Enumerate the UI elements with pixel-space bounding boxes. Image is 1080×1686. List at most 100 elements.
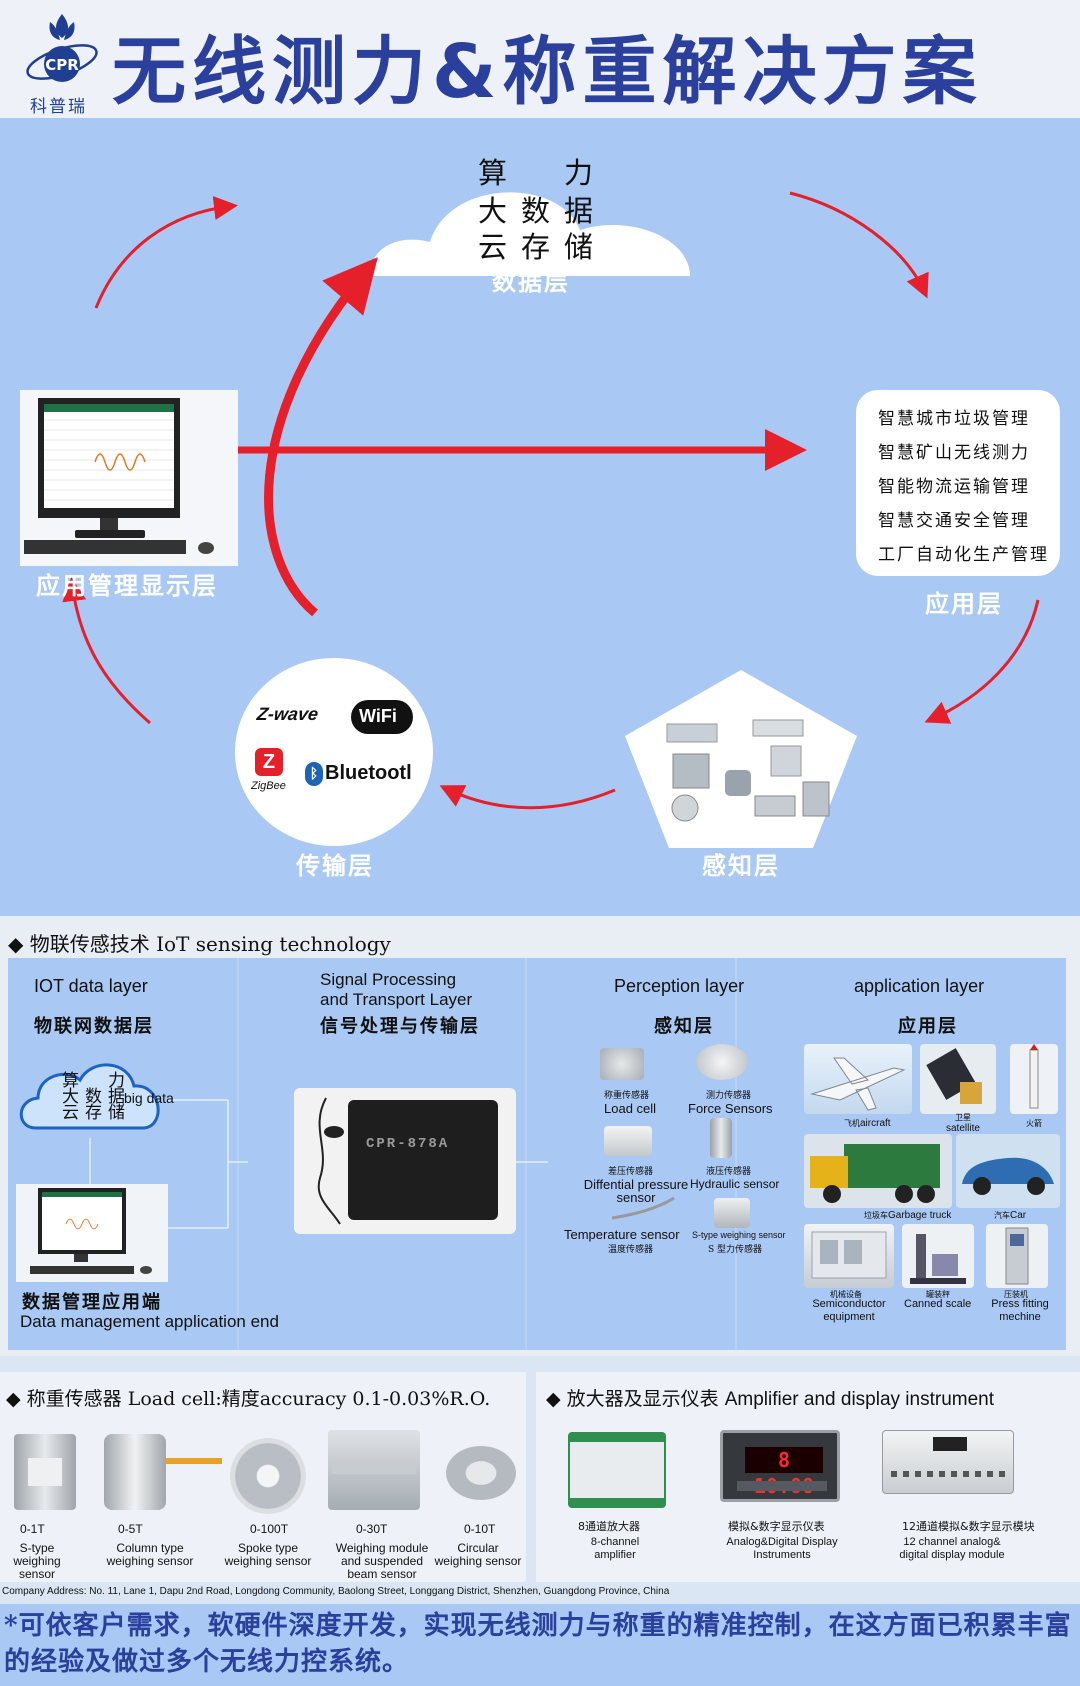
12-channel-module-image	[882, 1430, 1014, 1494]
header: CPR 科普瑞 无线测力&称重解决方案	[0, 0, 1080, 118]
page-title: 无线测力&称重解决方案	[112, 29, 983, 115]
transport-title-line-2: and Transport Layer	[320, 990, 473, 1009]
sensor-en: S-type weighing sensor	[692, 1230, 786, 1240]
logo-mark: CPR	[45, 56, 79, 74]
application-layer-label: 应用层	[925, 590, 1003, 618]
iot-data-layer-title-cn: 物联网数据层	[34, 1016, 154, 1037]
application-item-semiconductor: Semiconductor equipment	[812, 1298, 886, 1323]
sensor-en: Force Sensors	[688, 1101, 773, 1116]
computer-image	[20, 390, 238, 566]
force-sensor-image	[696, 1044, 748, 1080]
aircraft-image	[804, 1044, 912, 1114]
application-item-press-fitting: Press fitting mechine	[991, 1298, 1049, 1323]
garbage-truck-image	[804, 1134, 952, 1208]
application-item-garbage-truck: 垃圾车Garbage truck	[864, 1210, 952, 1221]
amplifier-item-cn: 模拟&数字显示仪表	[728, 1520, 825, 1533]
sensor-cn: 称重传感器	[604, 1091, 650, 1101]
cloud-line-bigdata: 大数据	[478, 194, 608, 228]
application-item: 智慧交通安全管理	[878, 511, 1030, 531]
arrow-transport-to-management	[62, 577, 151, 725]
iot-cloud-bigdata-label: big data	[124, 1090, 174, 1106]
load-cell-range: 0-30T	[356, 1522, 388, 1536]
wifi-label: WiFi	[359, 706, 397, 726]
spoke-load-cell-image	[230, 1438, 306, 1514]
perception-title: Perception layer	[614, 976, 745, 996]
management-label-cn: 数据管理应用端	[22, 1292, 162, 1313]
amplifier-section: ◆ 放大器及显示仪表 Amplifier and display instrum…	[536, 1372, 1080, 1582]
zwave-logo: Z-wave	[255, 704, 320, 724]
load-cell-range: 0-1T	[20, 1522, 45, 1536]
application-title: application layer	[854, 976, 985, 996]
load-cell-range: 0-5T	[118, 1522, 143, 1536]
load-cell-name: Weighing module and suspended beam senso…	[335, 1541, 429, 1581]
application-item: 工厂自动化生产管理	[878, 545, 1049, 565]
bluetooth-icon: ᛒ	[305, 762, 323, 786]
amplifier-title-en: Amplifier and display instrument	[724, 1389, 995, 1410]
cpr-logo-icon: CPR	[26, 14, 98, 82]
bullet-diamond-icon: ◆	[546, 1388, 567, 1410]
cloud-line-compute: 算 力	[478, 156, 608, 190]
application-item: 智慧矿山无线测力	[878, 443, 1030, 463]
iot-sensing-section: ◆ 物联传感技术 IoT sensing technology IOT data…	[0, 916, 1080, 1356]
differential-pressure-sensor-image	[604, 1126, 652, 1156]
amplifier-item-cn: 8通道放大器	[578, 1520, 640, 1533]
iot-cloud-line: 大数据	[62, 1087, 131, 1107]
logo-text: 科普瑞	[30, 97, 87, 117]
load-cell-name: S-type weighing sensor	[13, 1541, 61, 1581]
application-item-canned-scale: Canned scale	[904, 1298, 972, 1310]
sensor-cn: 液压传感器	[706, 1167, 752, 1177]
sensor-en: Hydraulic sensor	[690, 1177, 780, 1191]
car-image	[956, 1134, 1060, 1208]
application-item-cn: 压装机	[1004, 1290, 1028, 1299]
amplifier-item-en: Analog&Digital Display Instruments	[726, 1536, 838, 1561]
arrow-transport-to-cloud	[264, 257, 378, 617]
sensor-en: Temperature sensor	[564, 1227, 680, 1242]
iot-section-title-text: 物联传感技术 IoT sensing technology	[29, 932, 391, 956]
sensor-pentagon	[625, 670, 857, 848]
sensor-cn: 差压传感器	[608, 1167, 654, 1177]
temperature-sensor-image	[611, 1196, 675, 1220]
zigbee-label: ZigBee	[251, 780, 286, 792]
circular-load-cell-image	[446, 1446, 516, 1500]
transport-layer-label: 传输层	[296, 852, 374, 880]
footer: *可依客户需求，软硬件深度开发，实现无线测力与称重的精准控制，在这方面已积累丰富…	[0, 1604, 1080, 1686]
hydraulic-sensor-image	[710, 1118, 732, 1158]
rocket-image	[1010, 1044, 1058, 1114]
diagram-graphics	[62, 191, 1040, 810]
iot-cloud-icon	[19, 1063, 160, 1130]
footer-tagline: *可依客户需求，软硬件深度开发，实现无线测力与称重的精准控制，在这方面已积累丰富…	[4, 1611, 1072, 1677]
s-type-load-cell-image	[14, 1434, 76, 1510]
sensor-en: Diffential pressure sensor	[583, 1177, 689, 1205]
load-cell-name: Column type weighing sensor	[106, 1541, 194, 1568]
iot-cloud-line: 云存储	[62, 1103, 131, 1123]
application-item-rocket: 火箭	[1026, 1119, 1042, 1128]
cpr-878a-device-image: CPR-878A	[294, 1088, 516, 1234]
bullet-diamond-icon: ◆	[6, 1388, 27, 1410]
bullet-diamond-icon: ◆	[8, 932, 30, 956]
cloud-line-storage: 云存储	[478, 230, 608, 264]
sensor-en: Load cell	[604, 1101, 657, 1116]
data-layer-label: 数据层	[492, 268, 570, 296]
arrow-management-to-cloud	[94, 196, 238, 309]
arrow-cloud-to-application	[789, 191, 929, 299]
cloud-shape	[370, 192, 690, 276]
load-cell-section: ◆ 称重传感器 Load cell:精度accuracy 0.1-0.03%R.…	[0, 1372, 526, 1582]
8-channel-amplifier-image	[568, 1432, 666, 1508]
wifi-logo: WiFi	[351, 700, 413, 734]
amplifier-title-cn: 放大器及显示仪表	[566, 1388, 719, 1410]
sensor-cn: S 型力传感器	[708, 1245, 763, 1255]
amplifier-item-en: 12 channel analog& digital display modul…	[899, 1536, 1005, 1561]
perception-title-cn: 感知层	[654, 1016, 714, 1037]
application-item-car: 汽车Car	[994, 1210, 1027, 1221]
application-item-cn: 机械设备	[830, 1290, 862, 1299]
application-list: 智慧城市垃圾管理 智慧矿山无线测力 智能物流运输管理 智慧交通安全管理 工厂自动…	[856, 390, 1060, 576]
amplifier-item-en: 8-channel amplifier	[590, 1536, 640, 1561]
iot-architecture-diagram: 算 力 大数据 云存储 数据层 应用管理显示层	[0, 118, 1080, 916]
bluetooth-label: Bluetootl	[325, 762, 412, 784]
load-cell-name: Spoke type weighing sensor	[224, 1541, 312, 1568]
transport-title-cn: 信号处理与传输层	[320, 1016, 480, 1037]
management-layer-label: 应用管理显示层	[36, 572, 218, 600]
iot-data-layer-title: IOT data layer	[34, 976, 148, 996]
